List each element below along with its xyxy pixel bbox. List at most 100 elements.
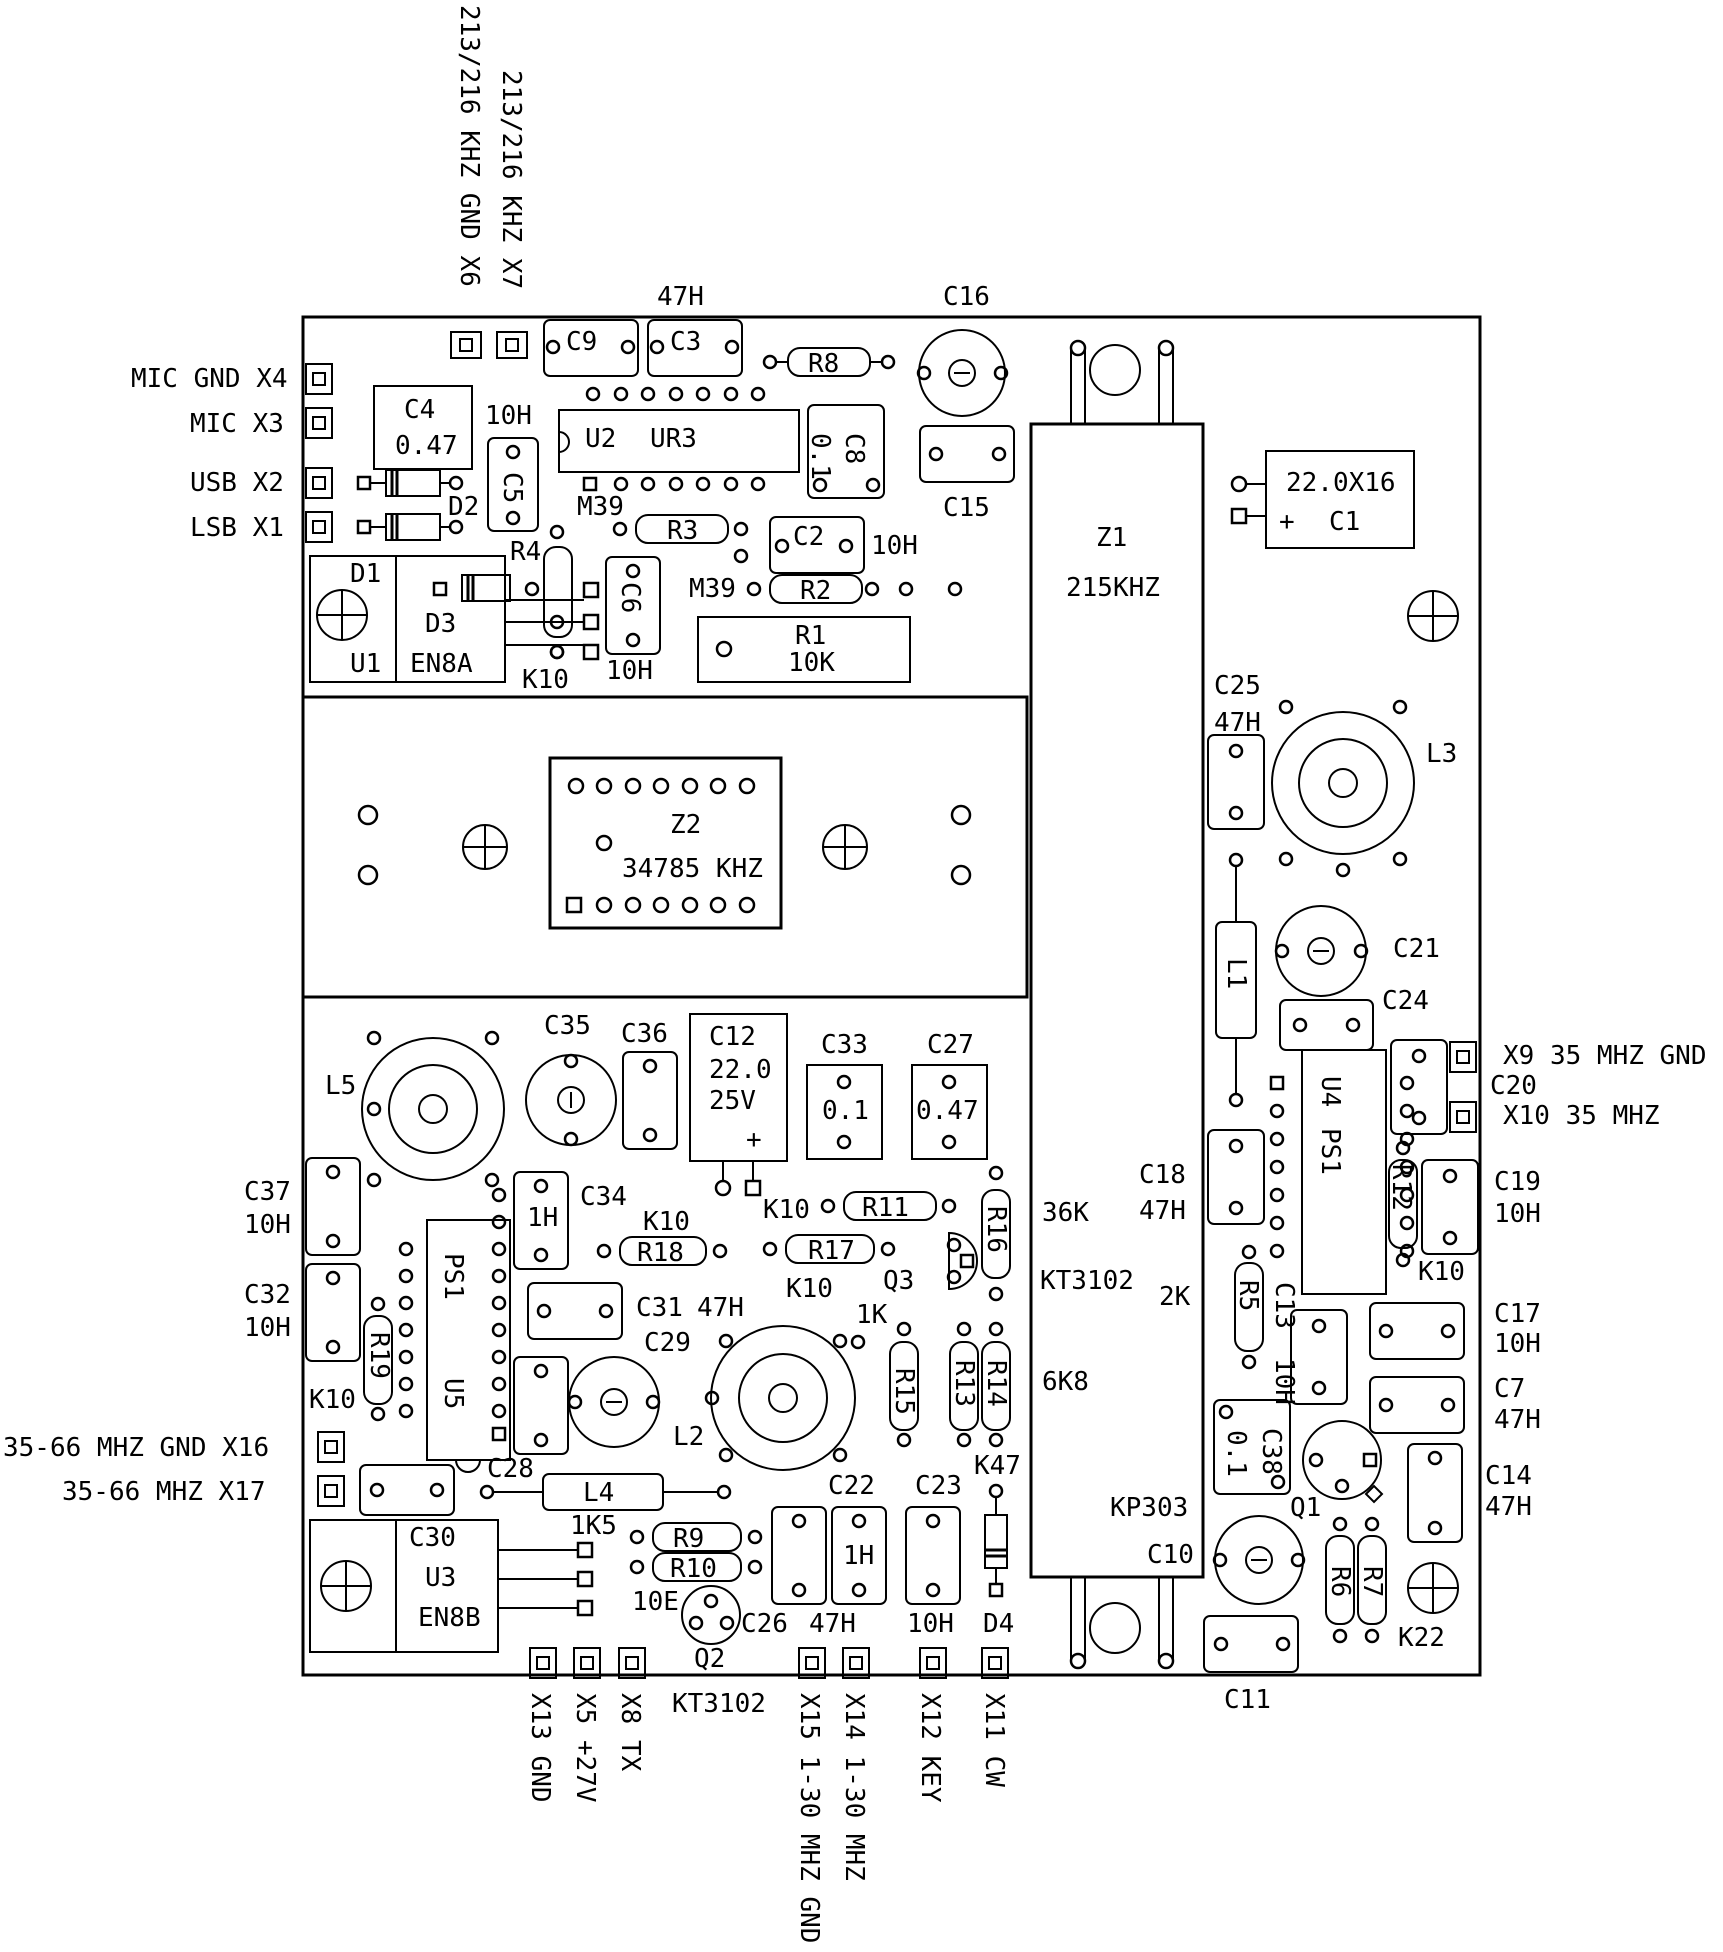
- svg-text:UR3: UR3: [650, 424, 697, 454]
- svg-text:C18: C18: [1139, 1160, 1186, 1190]
- svg-text:C8: C8: [839, 433, 869, 464]
- svg-text:47H: 47H: [657, 282, 704, 312]
- svg-text:C7: C7: [1494, 1374, 1525, 1404]
- v10e-label: 10E: [632, 1587, 679, 1617]
- svg-text:C31: C31: [636, 1293, 683, 1323]
- x14-label: X14 1-30 MHZ: [839, 1693, 869, 1881]
- svg-text:KT3102: KT3102: [672, 1689, 766, 1719]
- svg-text:L5: L5: [325, 1071, 356, 1101]
- mic-gnd-x4-label: MIC GND X4: [131, 364, 288, 394]
- pad: [850, 1334, 866, 1350]
- svg-text:C24: C24: [1382, 986, 1429, 1016]
- svg-text:C5: C5: [497, 472, 527, 503]
- svg-text:47H: 47H: [1139, 1196, 1186, 1226]
- z2-value: 34785 KHZ: [622, 854, 763, 884]
- svg-text:C15: C15: [943, 493, 990, 523]
- svg-text:K10: K10: [522, 665, 569, 695]
- svg-text:C14: C14: [1485, 1461, 1532, 1491]
- svg-text:EN8B: EN8B: [418, 1603, 481, 1633]
- r9-resistor: R9: [629, 1522, 763, 1554]
- svg-text:0.1: 0.1: [1221, 1430, 1251, 1477]
- svg-text:22.0X16: 22.0X16: [1286, 468, 1396, 498]
- c7-capacitor: C7 47H: [1369, 1374, 1541, 1435]
- c24-capacitor: C24: [1279, 986, 1429, 1051]
- svg-text:Q3: Q3: [883, 1266, 914, 1296]
- svg-text:Q2: Q2: [694, 1644, 725, 1674]
- svg-text:D2: D2: [448, 492, 479, 522]
- svg-text:C16: C16: [943, 282, 990, 312]
- q3-transistor: Q3 KT3102 2K: [883, 1231, 1191, 1312]
- svg-text:PS1: PS1: [438, 1253, 468, 1300]
- svg-text:C17: C17: [1494, 1299, 1541, 1329]
- l2-coil: L2: [673, 1325, 856, 1471]
- svg-text:C38: C38: [1256, 1428, 1286, 1475]
- svg-text:R4: R4: [510, 537, 541, 567]
- svg-text:C30: C30: [409, 1523, 456, 1553]
- svg-text:10H: 10H: [244, 1313, 291, 1343]
- svg-text:10K: 10K: [788, 648, 835, 678]
- svg-text:R6: R6: [1325, 1566, 1355, 1597]
- z2-body: [548, 756, 783, 930]
- u4-ic: U4 PS1: [1269, 1049, 1415, 1295]
- r17-resistor: R17 K10: [762, 1234, 896, 1304]
- right-connector-pads: [1449, 1041, 1477, 1133]
- svg-text:K10: K10: [1418, 1257, 1465, 1287]
- svg-text:R15: R15: [889, 1368, 919, 1415]
- c15-capacitor: C15: [919, 425, 1015, 523]
- svg-text:C1: C1: [1329, 507, 1360, 537]
- c26-capacitor: C26 47H: [741, 1506, 856, 1639]
- svg-text:C36: C36: [621, 1019, 668, 1049]
- z1-label: Z1: [1096, 523, 1127, 553]
- d4-diode: D4: [983, 1483, 1014, 1639]
- z1-mounts: [1070, 344, 1174, 1660]
- svg-text:R11: R11: [862, 1193, 909, 1223]
- svg-text:C19: C19: [1494, 1167, 1541, 1197]
- svg-text:R12: R12: [1386, 1164, 1416, 1211]
- r7-resistor: R7 K22: [1357, 1516, 1445, 1653]
- c30-capacitor: [359, 1464, 455, 1516]
- svg-text:R7: R7: [1357, 1566, 1387, 1597]
- c11-capacitor: C11: [1203, 1615, 1299, 1715]
- svg-text:C20: C20: [1490, 1071, 1537, 1101]
- c29-label: C29: [644, 1328, 691, 1358]
- svg-text:10H: 10H: [485, 401, 532, 431]
- c1-capacitor: 22.0X16 + C1: [1230, 450, 1415, 549]
- r10-resistor: R10: [629, 1552, 763, 1584]
- x16-label: 35-66 MHZ GND X16: [3, 1433, 269, 1463]
- usb-x2-label: USB X2: [190, 468, 284, 498]
- svg-text:0.1: 0.1: [822, 1096, 869, 1126]
- svg-text:D4: D4: [983, 1609, 1014, 1639]
- z1-body: [1029, 422, 1205, 1579]
- svg-text:10H: 10H: [1494, 1199, 1541, 1229]
- z1-pads: [1069, 339, 1175, 1670]
- c29-capacitor: [513, 1356, 569, 1455]
- svg-text:C2: C2: [793, 522, 824, 552]
- svg-text:R13: R13: [949, 1360, 979, 1407]
- c18-capacitor: C18 47H: [1139, 1129, 1265, 1226]
- z2-shield: [301, 695, 1029, 999]
- c38-capacitor: C38 0.1: [1213, 1399, 1291, 1495]
- svg-text:2K: 2K: [1159, 1282, 1191, 1312]
- r8-resistor: R8: [762, 347, 896, 379]
- c16-trimmer: C16: [916, 282, 1009, 417]
- v1k5-label: 1K5: [570, 1511, 617, 1541]
- bottom-connector-pads: [529, 1647, 1009, 1679]
- svg-text:C32: C32: [244, 1280, 291, 1310]
- z2-label: Z2: [670, 810, 701, 840]
- svg-text:M39: M39: [689, 574, 736, 604]
- c2-capacitor: C2 10H: [769, 516, 918, 574]
- svg-text:C6: C6: [615, 582, 645, 613]
- x9-label: X9 35 MHZ GND: [1503, 1041, 1707, 1071]
- c34-capacitor: 1H C34: [513, 1171, 627, 1270]
- svg-text:Q1: Q1: [1290, 1493, 1321, 1523]
- c13-label: C13: [1269, 1282, 1299, 1329]
- svg-text:22.0: 22.0: [709, 1055, 772, 1085]
- svg-text:K22: K22: [1398, 1623, 1445, 1653]
- svg-text:U3: U3: [425, 1563, 456, 1593]
- r12-resistor: R12 K10: [1386, 1140, 1465, 1287]
- x8-label: X8 TX: [615, 1693, 645, 1772]
- svg-text:L2: L2: [673, 1422, 704, 1452]
- svg-text:R19: R19: [364, 1332, 394, 1379]
- v1k-label: 1K: [856, 1300, 888, 1330]
- r11-resistor: K10 R11: [763, 1191, 957, 1225]
